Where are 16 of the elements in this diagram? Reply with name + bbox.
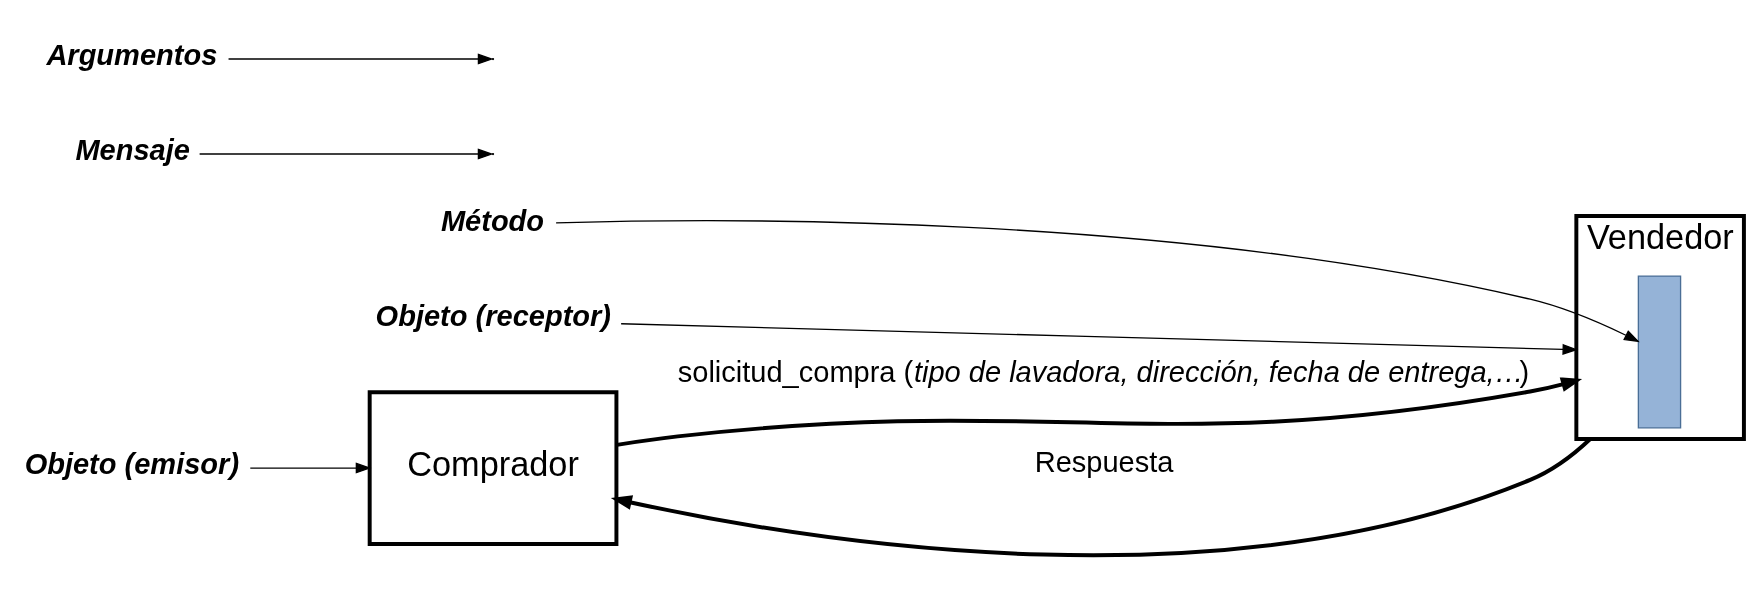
arrow bbox=[555, 219, 1640, 342]
edge-label: Respuesta bbox=[1034, 445, 1174, 477]
node-text: Mensaje bbox=[75, 133, 190, 166]
node-text: Objeto (receptor) bbox=[375, 299, 611, 332]
edge-label: solicitud_compra (tipo de lavadora, dirección, fecha de entrega,…) bbox=[677, 355, 1530, 388]
arrow bbox=[227, 52, 494, 65]
node-text: Método bbox=[440, 204, 545, 237]
node-text: Objeto (emisor) bbox=[24, 447, 240, 480]
arrow bbox=[610, 437, 1592, 557]
cluster: Vendedor bbox=[1574, 213, 1746, 441]
node-bar bbox=[1637, 274, 1682, 428]
node-box: Comprador bbox=[367, 389, 619, 546]
node-text: Argumentos bbox=[46, 38, 218, 71]
arrow bbox=[198, 147, 494, 160]
arrow bbox=[616, 376, 1583, 447]
arrow bbox=[620, 322, 1579, 355]
